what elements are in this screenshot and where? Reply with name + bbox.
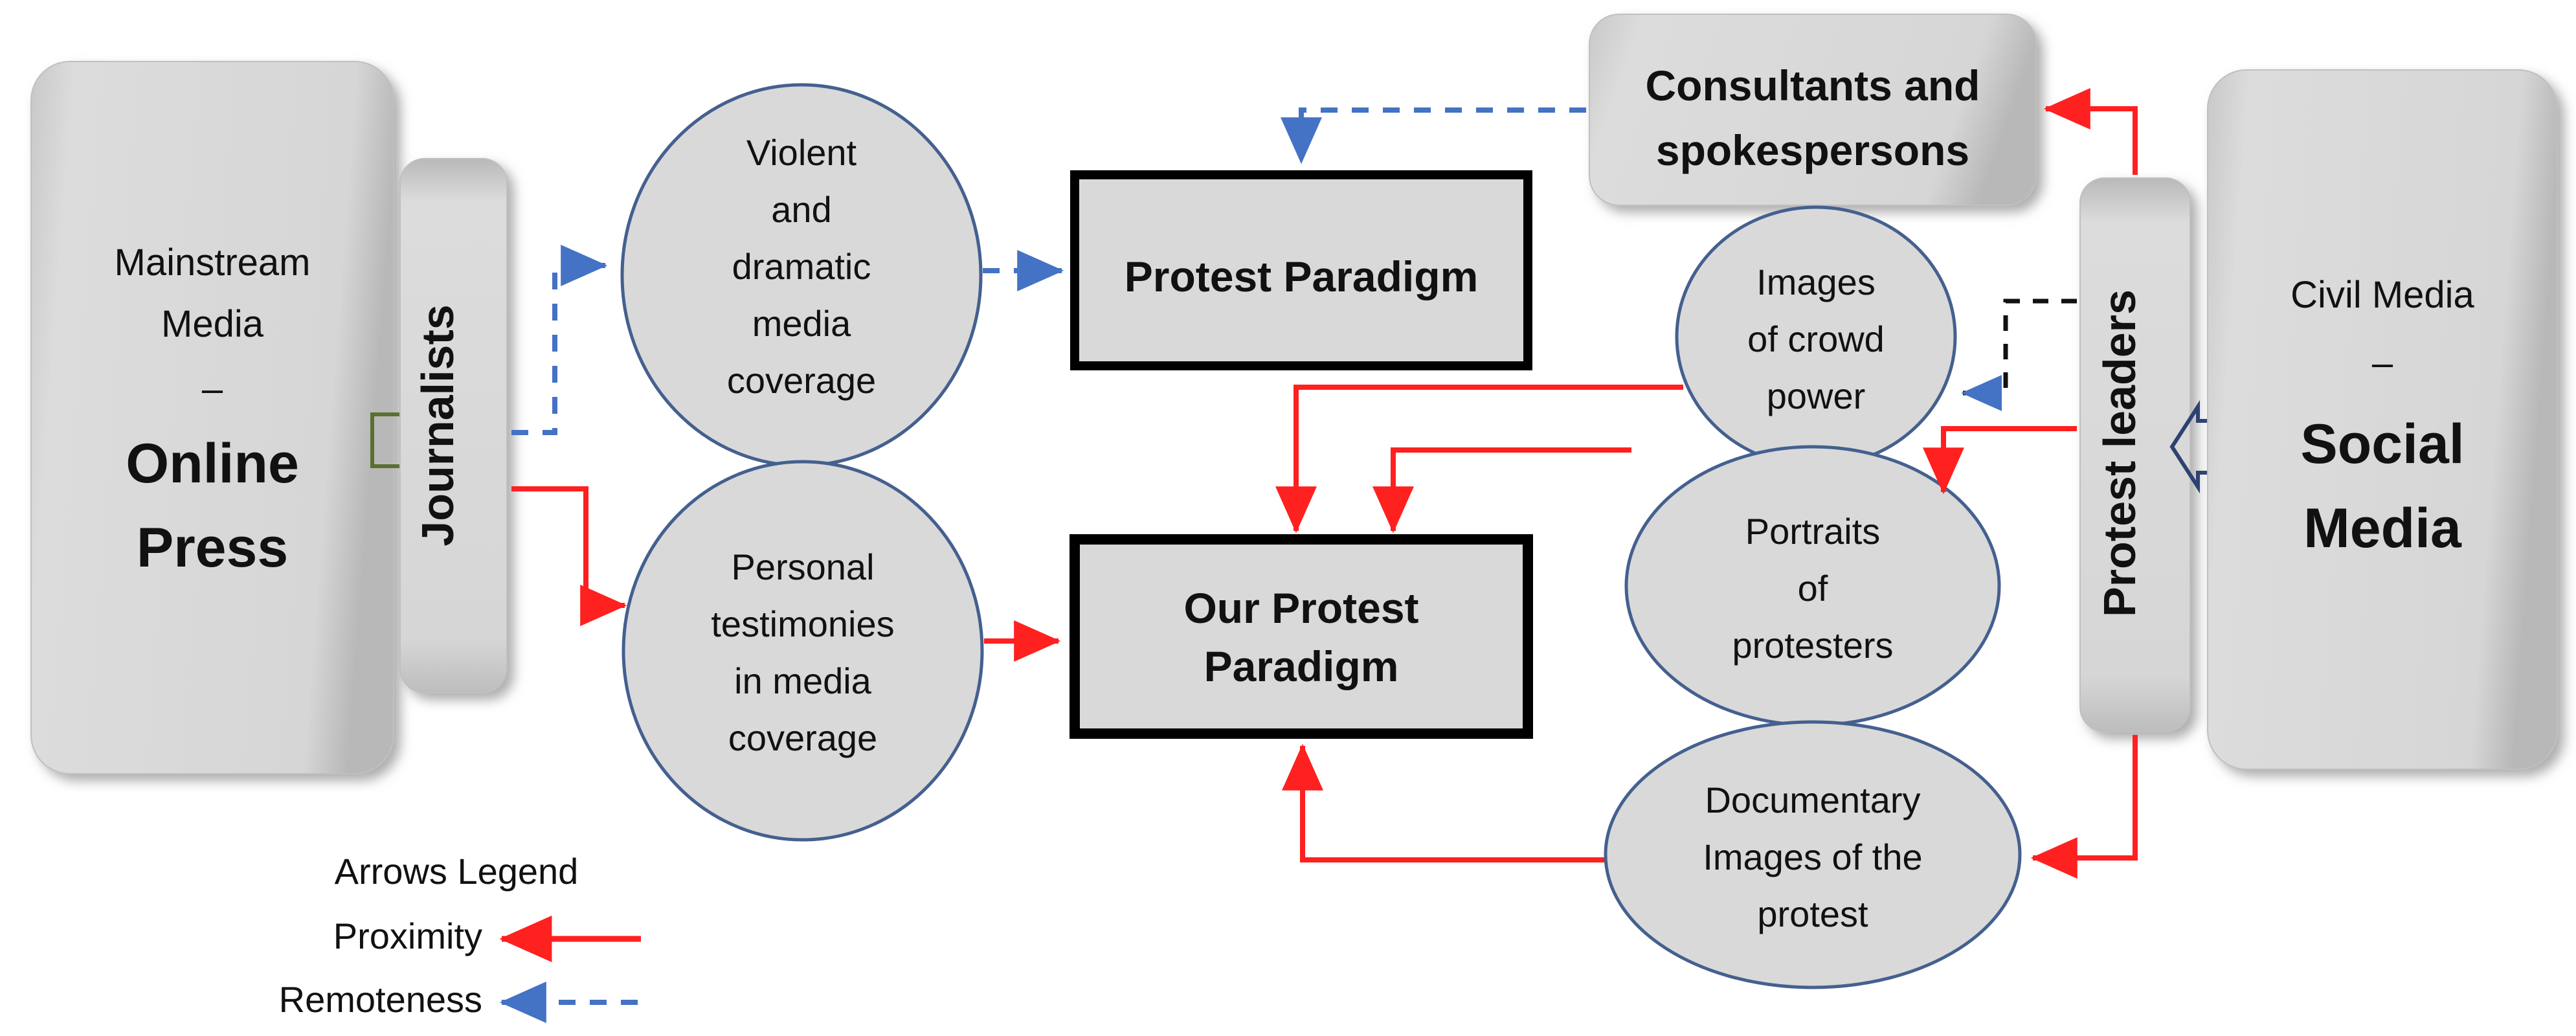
edge-documentary-images-to-our-protest-paradigm <box>1282 743 1604 862</box>
legend-item-remoteness-label: Remoteness <box>279 979 482 1020</box>
civil-media-line1: Civil Media <box>2290 274 2474 316</box>
violent-coverage-line5: coverage <box>727 360 876 401</box>
civil-media-line4: Media <box>2303 497 2462 559</box>
civil-media-line2: – <box>2372 342 2393 384</box>
node-mainstream-media[interactable]: Mainstream Media – Online Press <box>30 61 394 774</box>
node-violent-dramatic-coverage[interactable]: Violent and dramatic media coverage <box>620 83 983 467</box>
node-portraits-protesters[interactable]: Portraits of protesters <box>1624 445 2001 727</box>
personal-testimonies-line3: in media <box>734 660 872 701</box>
portraits-protesters-line3: protesters <box>1732 625 1894 666</box>
mainstream-media-line3: – <box>202 368 223 410</box>
mainstream-media-line5: Press <box>137 517 288 579</box>
mainstream-media-line2: Media <box>161 303 264 345</box>
node-images-crowd-power[interactable]: Images of crowd power <box>1675 205 1957 468</box>
node-journalists[interactable]: Journalists <box>399 158 508 693</box>
edge-protest-leaders-to-consultants <box>2043 88 2138 175</box>
node-civil-media[interactable]: Civil Media – Social Media <box>2207 69 2558 770</box>
edge-journalists-to-violent-coverage <box>511 245 608 435</box>
node-documentary-images[interactable]: Documentary Images of the protest <box>1604 720 2022 989</box>
node-consultants-spokespersons[interactable]: Consultants and spokespersons <box>1589 14 2037 206</box>
images-crowd-power-line1: Images <box>1756 262 1876 302</box>
violent-coverage-line1: Violent <box>746 132 857 173</box>
arrows-legend: Arrows Legend Proximity Remoteness <box>279 851 641 1023</box>
edge-protest-leaders-to-documentary-images <box>2030 735 2138 879</box>
portraits-protesters-line2: of <box>1798 568 1828 609</box>
violent-coverage-line2: and <box>771 189 831 230</box>
our-protest-paradigm-line1: Our Protest <box>1183 584 1418 632</box>
protest-paradigm-label: Protest Paradigm <box>1125 253 1479 300</box>
edge-portraits-protesters-to-our-protest-paradigm <box>1372 447 1631 534</box>
images-crowd-power-line3: power <box>1767 376 1866 416</box>
legend-title: Arrows Legend <box>335 851 579 892</box>
documentary-images-line3: protest <box>1757 894 1868 934</box>
images-crowd-power-line2: of crowd <box>1747 319 1885 359</box>
edge-consultants-to-protest-paradigm <box>1281 107 1586 164</box>
personal-testimonies-line1: Personal <box>731 546 874 587</box>
violent-coverage-line4: media <box>752 303 851 344</box>
personal-testimonies-line4: coverage <box>728 717 877 758</box>
portraits-protesters-line1: Portraits <box>1745 511 1881 552</box>
violent-coverage-line3: dramatic <box>732 246 871 287</box>
node-our-protest-paradigm[interactable]: Our Protest Paradigm <box>1070 534 1533 739</box>
edge-journalists-to-personal-testimonies <box>511 486 627 626</box>
edge-protest-leaders-to-images-crowd-power <box>1961 298 2077 411</box>
legend-item-proximity-label: Proximity <box>333 916 482 956</box>
personal-testimonies-line2: testimonies <box>711 603 894 644</box>
edge-protest-leaders-to-portraits-protesters <box>1923 426 2077 495</box>
documentary-images-line1: Documentary <box>1705 780 1920 820</box>
node-protest-paradigm[interactable]: Protest Paradigm <box>1070 170 1532 370</box>
protest-leaders-label: Protest leaders <box>2094 289 2145 617</box>
node-personal-testimonies[interactable]: Personal testimonies in media coverage <box>622 460 984 842</box>
journalists-label: Journalists <box>412 304 463 546</box>
edge-images-crowd-power-to-our-protest-paradigm <box>1275 385 1683 534</box>
consultants-line1: Consultants and <box>1645 62 1980 109</box>
mainstream-media-line1: Mainstream <box>115 242 311 284</box>
documentary-images-line2: Images of the <box>1703 837 1922 877</box>
mainstream-media-line4: Online <box>126 433 299 495</box>
consultants-line2: spokespersons <box>1656 126 1969 174</box>
our-protest-paradigm-line2: Paradigm <box>1204 642 1399 690</box>
civil-media-line3: Social <box>2300 413 2464 475</box>
node-protest-leaders[interactable]: Protest leaders <box>2079 177 2191 732</box>
